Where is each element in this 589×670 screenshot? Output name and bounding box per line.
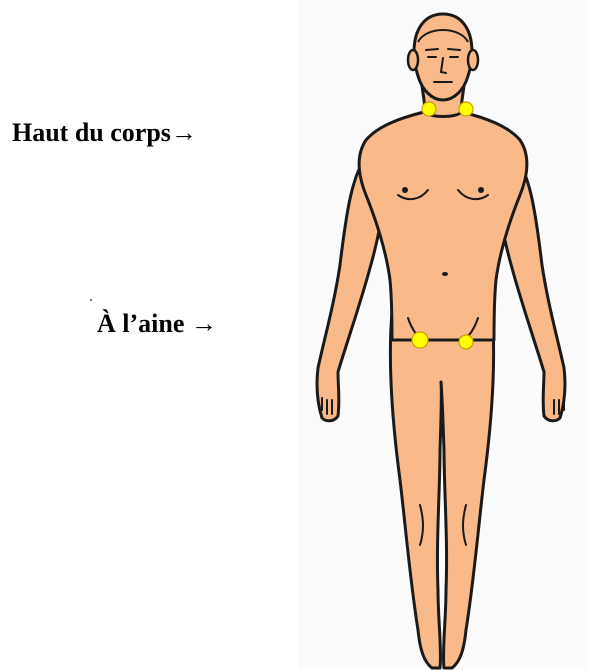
right-eyebrow	[448, 49, 460, 50]
left-nipple	[402, 187, 408, 193]
navel	[442, 272, 448, 276]
neck-marker-right	[459, 102, 473, 116]
groin-marker-left	[412, 332, 428, 348]
left-eyebrow	[426, 49, 438, 50]
groin-marker-right	[459, 335, 473, 349]
right-nipple	[478, 187, 484, 193]
left-ear	[408, 50, 418, 70]
neck-marker-left	[422, 102, 436, 116]
right-ear	[468, 50, 478, 70]
head	[414, 14, 472, 100]
